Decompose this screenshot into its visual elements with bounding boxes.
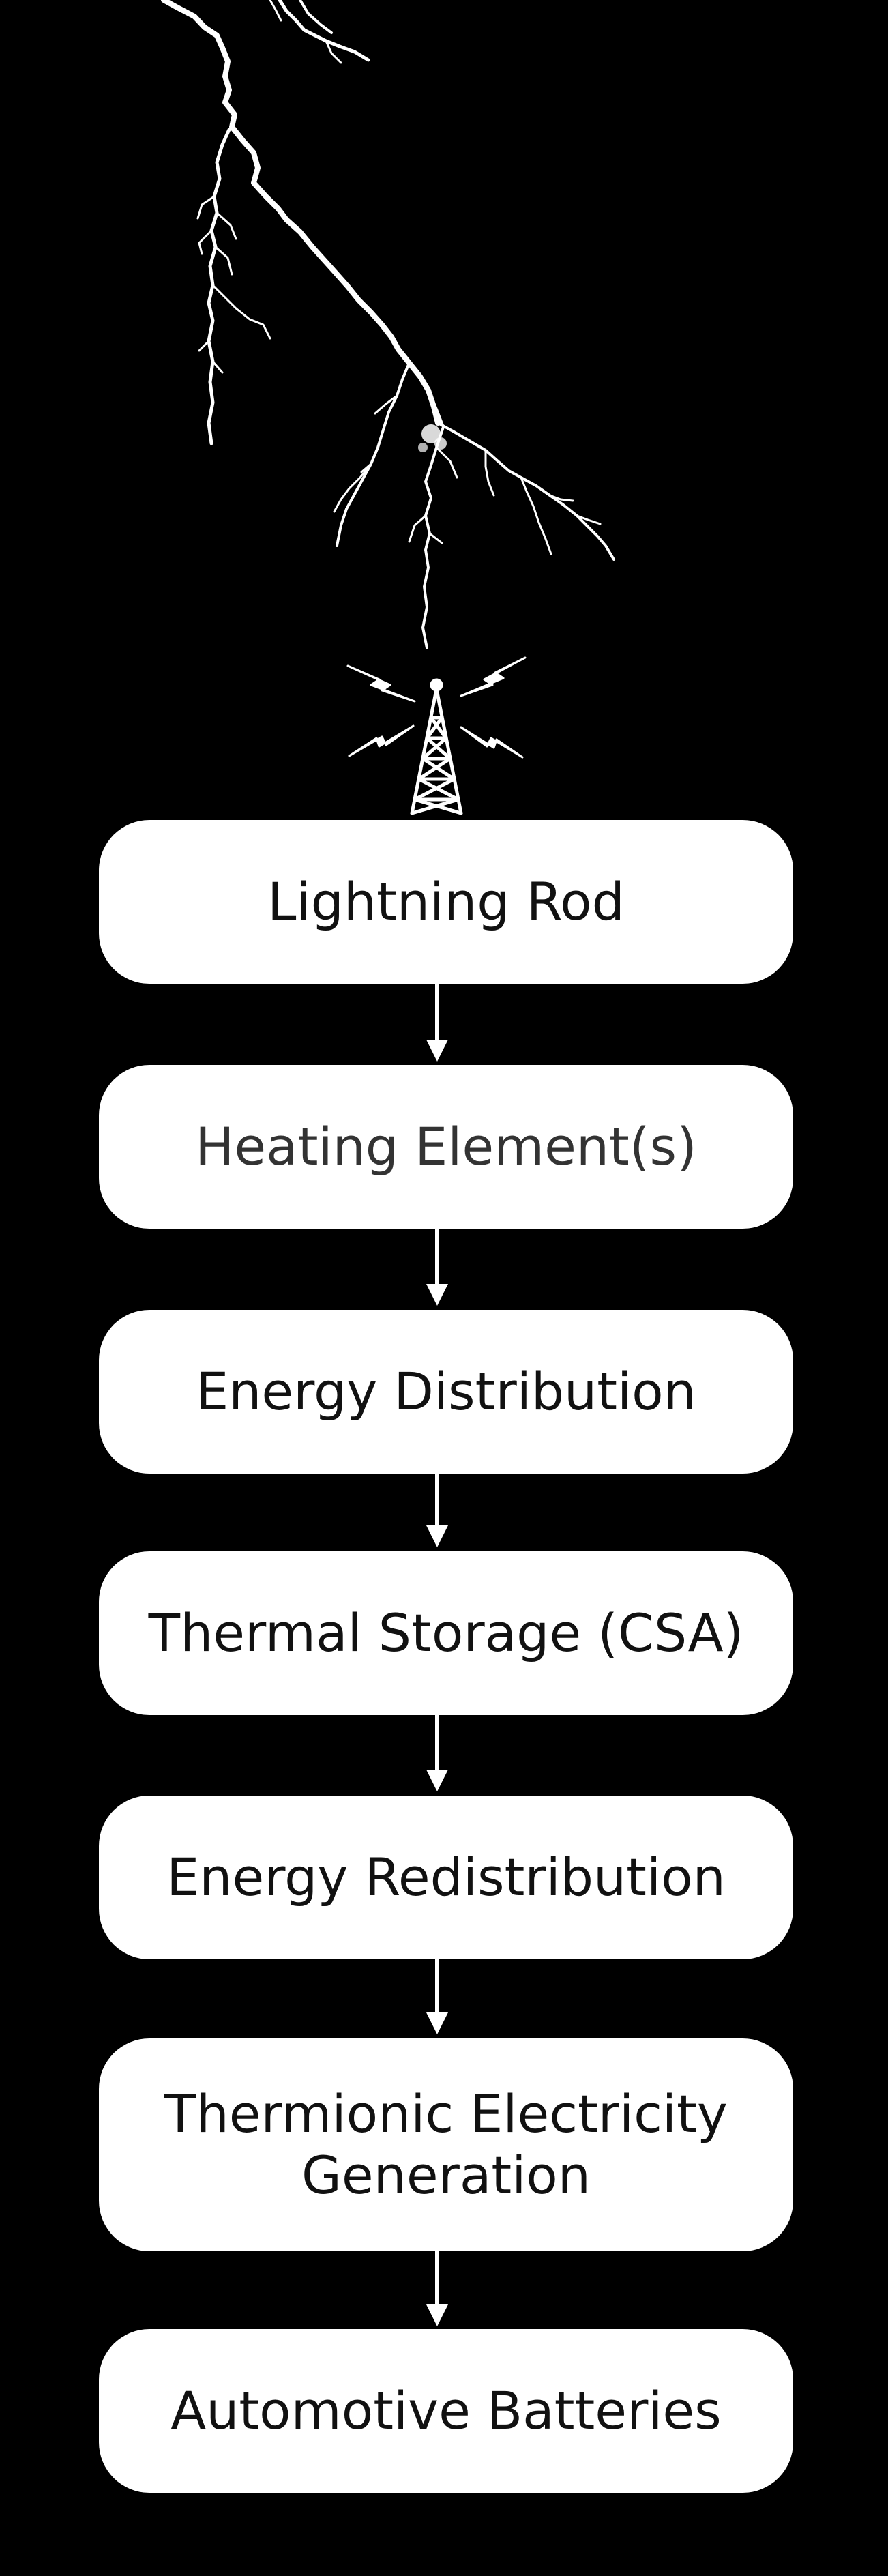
lightning-bolt-icon xyxy=(161,0,615,649)
signal-spark-icon xyxy=(346,656,527,759)
arrow-4 xyxy=(426,1715,448,1791)
arrow-1 xyxy=(426,984,448,1062)
step-label: Energy Redistribution xyxy=(166,1847,726,1908)
step-label: Thermal Storage (CSA) xyxy=(148,1602,744,1664)
flow-arrows xyxy=(426,984,448,2326)
arrow-5 xyxy=(426,1959,448,2034)
step-label: Lightning Rod xyxy=(267,871,625,933)
step-label: Energy Distribution xyxy=(196,1361,696,1422)
step-label: Thermionic Electricity Generation xyxy=(164,2083,728,2206)
step-heating-elements: Heating Element(s) xyxy=(99,1065,793,1229)
step-automotive-batteries: Automotive Batteries xyxy=(99,2329,793,2493)
step-thermionic-generation: Thermionic Electricity Generation xyxy=(99,2038,793,2251)
step-energy-distribution: Energy Distribution xyxy=(99,1310,793,1474)
step-label: Heating Element(s) xyxy=(195,1116,697,1177)
step-thermal-storage: Thermal Storage (CSA) xyxy=(99,1551,793,1715)
step-lightning-rod: Lightning Rod xyxy=(99,820,793,984)
radio-tower-icon xyxy=(346,656,527,815)
step-label: Automotive Batteries xyxy=(171,2380,722,2442)
step-energy-redistribution: Energy Redistribution xyxy=(99,1796,793,1959)
arrow-6 xyxy=(426,2251,448,2326)
arrow-2 xyxy=(426,1229,448,1306)
arrow-3 xyxy=(426,1474,448,1547)
